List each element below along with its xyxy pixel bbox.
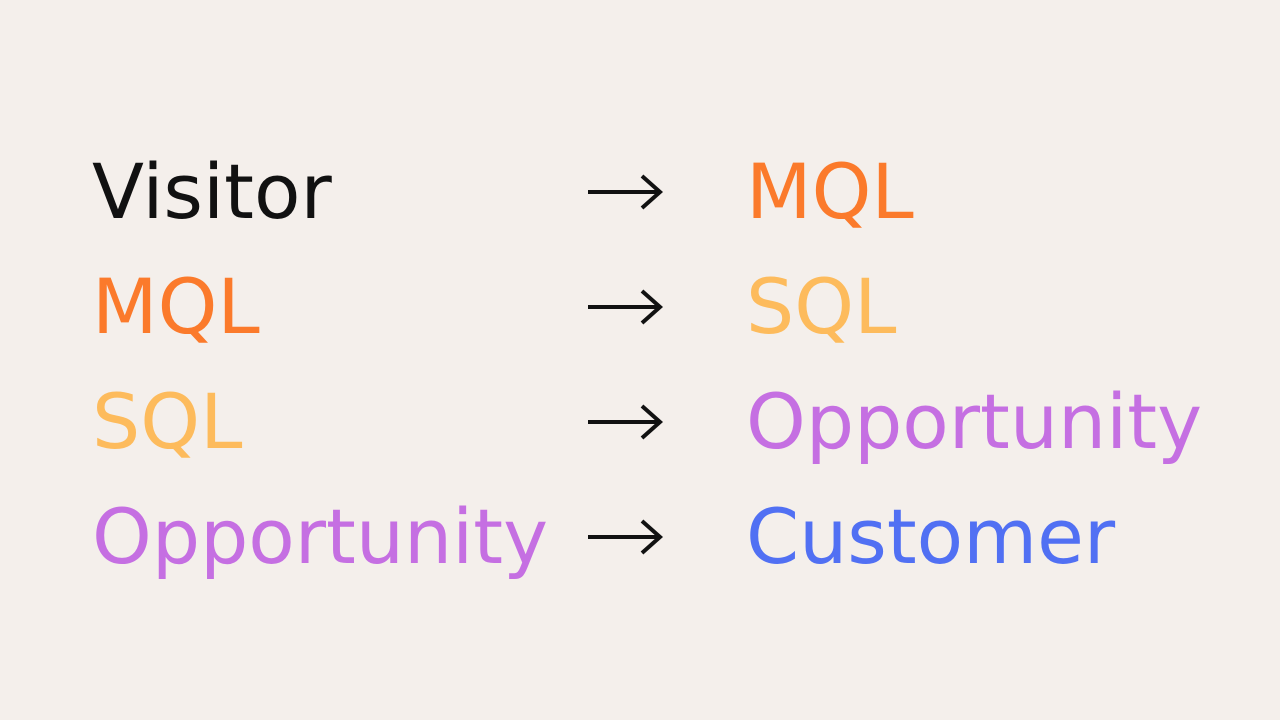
to-stage-opportunity: Opportunity: [746, 377, 1203, 466]
from-stage-visitor: Visitor: [92, 147, 332, 236]
to-stage-sql: SQL: [746, 262, 897, 351]
from-stage-opportunity: Opportunity: [92, 492, 549, 581]
from-stage-mql: MQL: [92, 262, 260, 351]
transition-row-mql-sql: MQL SQL: [92, 249, 1242, 364]
right-arrow-icon: [586, 134, 670, 249]
right-arrow-icon: [586, 364, 670, 479]
transition-row-visitor-mql: Visitor MQL: [92, 134, 1242, 249]
transition-row-opportunity-customer: Opportunity Customer: [92, 479, 1242, 594]
to-stage-customer: Customer: [746, 492, 1116, 581]
transition-row-sql-opportunity: SQL Opportunity: [92, 364, 1242, 479]
to-stage-mql: MQL: [746, 147, 914, 236]
stage-transition-diagram: Visitor MQL MQL SQL SQL Opportunity Oppo…: [92, 134, 1242, 594]
right-arrow-icon: [586, 479, 670, 594]
right-arrow-icon: [586, 249, 670, 364]
from-stage-sql: SQL: [92, 377, 243, 466]
